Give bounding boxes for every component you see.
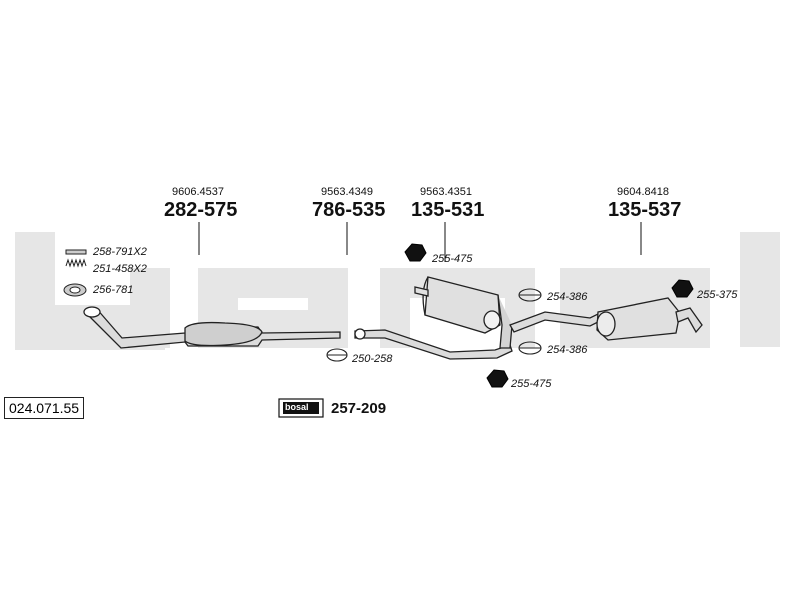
part-4-oem: 9604.8418 [617, 186, 669, 198]
nut-rear-label: 255-375 [697, 289, 738, 301]
bolt-icon [65, 249, 87, 255]
gasket-icon [63, 283, 87, 297]
front-pipe [83, 306, 341, 349]
gasket-label: 256-781 [93, 284, 134, 296]
bosal-kit-logo [278, 398, 324, 418]
kit-logo-text: bosal [285, 402, 309, 412]
spring-icon [65, 258, 87, 268]
mounting-kit-number: 257-209 [331, 400, 387, 417]
center-silencer [414, 276, 513, 349]
clamp-upper-icon [518, 288, 542, 302]
clamp-lower-label: 254-386 [547, 344, 588, 356]
part-4-number: 135-537 [608, 199, 682, 221]
part-3-number: 135-531 [411, 199, 485, 221]
bolt-label: 258-791X2 [93, 246, 147, 258]
part-2-oem: 9563.4349 [321, 186, 373, 198]
nut-top-label: 255-475 [432, 253, 473, 265]
rear-silencer [509, 297, 703, 341]
clamp-icon [326, 348, 348, 362]
spring-label: 251-458X2 [93, 263, 147, 275]
reference-number: 024.071.55 [4, 397, 85, 419]
nut-rear-icon [671, 279, 694, 298]
clamp-lower-icon [518, 341, 542, 355]
part-1-oem: 9606.4537 [172, 186, 224, 198]
part-3-oem: 9563.4351 [420, 186, 472, 198]
nut-bottom-icon [486, 369, 509, 388]
nut-bottom-label: 255-475 [511, 378, 552, 390]
clamp-front-label: 250-258 [352, 353, 393, 365]
nut-top-icon [404, 243, 427, 262]
part-1-number: 282-575 [164, 199, 238, 221]
clamp-upper-label: 254-386 [547, 291, 588, 303]
part-2-number: 786-535 [312, 199, 386, 221]
middle-pipe [354, 328, 513, 360]
